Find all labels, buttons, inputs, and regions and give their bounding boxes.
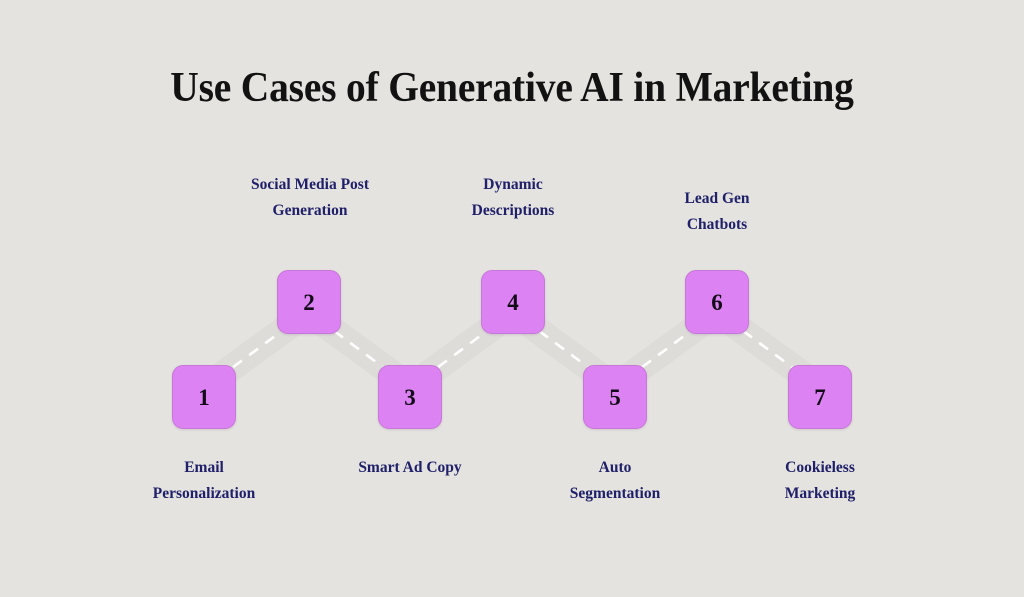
step-box-4[interactable]: 4: [481, 270, 545, 334]
step-box-5[interactable]: 5: [583, 365, 647, 429]
step-number-5: 5: [609, 384, 621, 410]
step-number-3: 3: [404, 384, 416, 410]
step-box-2[interactable]: 2: [277, 270, 341, 334]
step-number-1: 1: [198, 384, 210, 410]
step-label-2: Social Media Post Generation: [251, 176, 369, 220]
step-number-6: 6: [711, 289, 723, 315]
step-label-7: Cookieless Marketing: [784, 459, 856, 503]
step-box-6[interactable]: 6: [685, 270, 749, 334]
step-label-3: Smart Ad Copy: [358, 459, 462, 476]
step-number-4: 4: [507, 289, 519, 315]
step-label-5: Auto Segmentation: [569, 459, 661, 503]
step-box-7[interactable]: 7: [788, 365, 852, 429]
step-label-1: Email Personalization: [152, 459, 256, 503]
page-title: Use Cases of Generative AI in Marketing: [170, 65, 854, 111]
step-box-3[interactable]: 3: [378, 365, 442, 429]
step-label-6: Lead Gen Chatbots: [684, 190, 750, 234]
step-label-4: Dynamic Descriptions: [471, 176, 555, 220]
step-number-2: 2: [303, 289, 315, 315]
step-number-7: 7: [814, 384, 826, 410]
step-box-1[interactable]: 1: [172, 365, 236, 429]
